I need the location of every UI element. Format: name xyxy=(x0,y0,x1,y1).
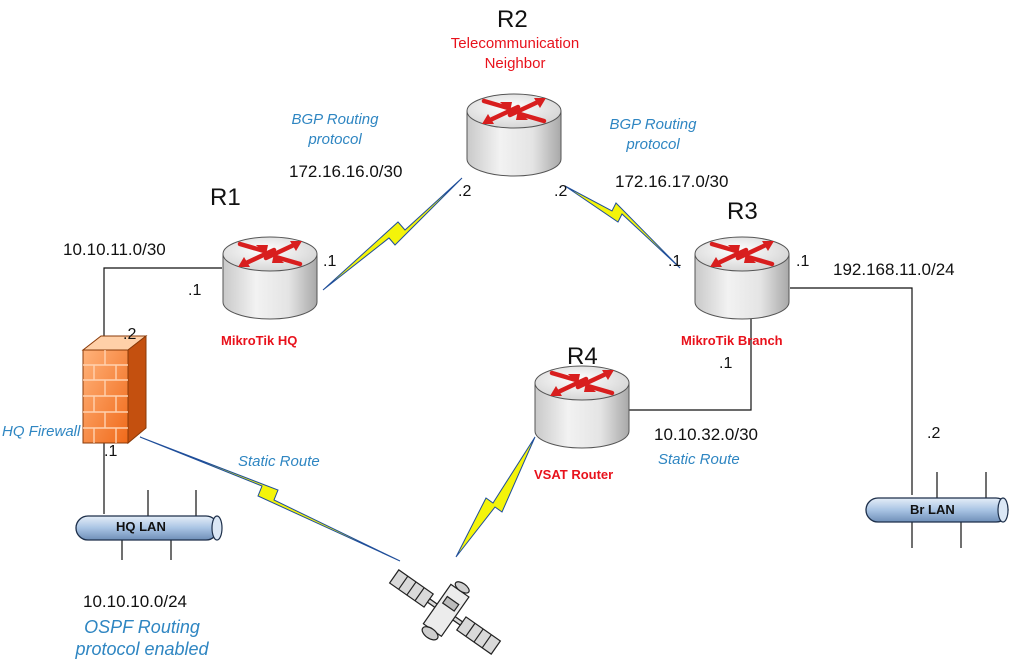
hostid-r1-fw: .1 xyxy=(188,282,202,299)
static-route-left: Static Route xyxy=(238,453,320,470)
wan-links xyxy=(139,177,681,562)
r1-label: MikroTik HQ xyxy=(221,333,298,348)
router-r2[interactable] xyxy=(467,94,561,176)
net-hq-lan: 10.10.10.0/24 xyxy=(83,592,187,611)
firewall-icon[interactable] xyxy=(81,334,148,445)
net-fw-r1: 10.10.11.0/30 xyxy=(63,240,166,259)
hostid-r2-right: .2 xyxy=(554,183,568,200)
branch-lan-label: Br LAN xyxy=(910,502,955,517)
hostid-fw-r1: .2 xyxy=(123,326,137,343)
wan-link-r1-r2 xyxy=(322,177,463,291)
link-r4-r3 xyxy=(629,298,752,411)
hostid-fw-lan: .1 xyxy=(104,443,118,460)
hostid-r3-r4: .1 xyxy=(719,355,733,372)
static-route-right: Static Route xyxy=(658,451,740,468)
ospf-line2: protocol enabled xyxy=(75,639,209,659)
hostid-r1-link: .1 xyxy=(323,253,337,270)
hq-lan-segment[interactable] xyxy=(75,490,223,560)
net-r3-r4: 10.10.32.0/30 xyxy=(654,425,758,444)
branch-lan-segment[interactable] xyxy=(865,472,1009,548)
r4-title: R4 xyxy=(567,343,598,370)
bgp-left-line2: protocol xyxy=(308,131,362,148)
router-r1[interactable] xyxy=(223,237,317,319)
net-r2-r3: 172.16.17.0/30 xyxy=(615,172,729,191)
satellite-icon[interactable] xyxy=(376,549,515,664)
r2-title: R2 xyxy=(497,6,528,33)
r4-label: VSAT Router xyxy=(534,467,614,482)
wan-link-r2-r3 xyxy=(564,185,681,269)
r3-title: R3 xyxy=(727,198,758,225)
hostid-r2-left: .2 xyxy=(458,183,472,200)
r3-label: MikroTik Branch xyxy=(681,333,783,348)
r2-sublabel-line2: Neighbor xyxy=(484,55,546,72)
hostid-r3-br: .1 xyxy=(796,253,810,270)
hostid-r3-link: .1 xyxy=(668,253,682,270)
bgp-right-line1: BGP Routing xyxy=(609,116,697,133)
link-r3-brlan xyxy=(790,287,913,495)
link-lines xyxy=(103,267,913,514)
hq-lan-label: HQ LAN xyxy=(116,519,166,534)
router-r4[interactable] xyxy=(535,366,629,448)
wan-link-r4-sat xyxy=(455,436,536,558)
link-fw-r1 xyxy=(103,267,222,350)
wan-link-fw-sat xyxy=(139,436,401,562)
net-r1-r2: 172.16.16.0/30 xyxy=(289,162,403,181)
r1-title: R1 xyxy=(210,184,241,211)
hostid-br-lan: .2 xyxy=(927,425,941,442)
r2-sublabel-line1: Telecommunication xyxy=(450,35,580,52)
firewall-label: HQ Firewall xyxy=(2,423,81,440)
router-r3[interactable] xyxy=(695,237,789,319)
bgp-right-line2: protocol xyxy=(626,136,680,153)
net-r3-br: 192.168.11.0/24 xyxy=(833,260,955,279)
bgp-left-line1: BGP Routing xyxy=(291,111,379,128)
ospf-line1: OSPF Routing xyxy=(84,617,200,637)
